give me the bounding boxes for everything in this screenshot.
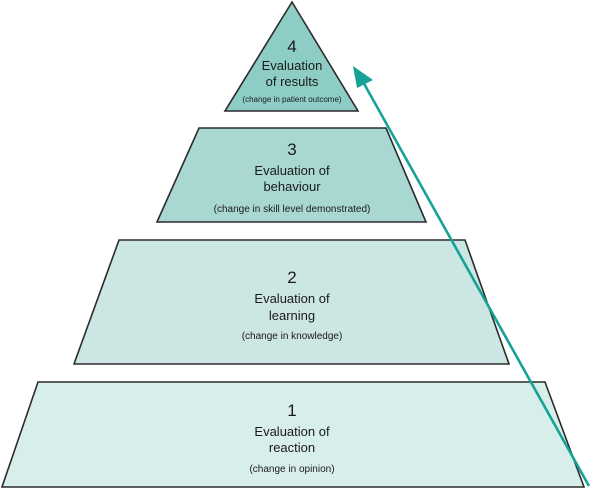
level-2-title-line2: learning (269, 308, 315, 323)
arrow-shaft (360, 79, 591, 487)
level-3-title-line2: behaviour (263, 179, 321, 194)
level-3-title-line1: Evaluation of (254, 163, 330, 178)
level-3-shape (155, 127, 428, 223)
level-4-title-line1: Evaluation (262, 58, 323, 73)
level-4-subtitle: (change in patient outcome) (242, 95, 342, 104)
level-3-number: 3 (287, 140, 296, 159)
level-4-number: 4 (287, 37, 296, 56)
level-2-shape (72, 239, 511, 365)
level-2: 2 Evaluation of learning (change in know… (72, 239, 511, 365)
arrow-head-icon (353, 66, 373, 88)
progression-arrow (353, 66, 591, 487)
level-1-shape (0, 381, 586, 488)
level-3-subtitle: (change in skill level demonstrated) (214, 204, 371, 215)
level-4: 4 Evaluation of results (change in patie… (223, 0, 360, 112)
level-1-title-line2: reaction (269, 440, 315, 455)
level-4-title-line2: of results (266, 74, 319, 89)
level-2-subtitle: (change in knowledge) (242, 331, 343, 342)
level-4-shape (223, 0, 360, 112)
level-2-title-line1: Evaluation of (254, 291, 330, 306)
level-1: 1 Evaluation of reaction (change in opin… (0, 381, 586, 488)
level-2-number: 2 (287, 268, 296, 287)
level-1-subtitle: (change in opinion) (249, 464, 334, 475)
level-1-number: 1 (287, 401, 296, 420)
level-1-title-line1: Evaluation of (254, 424, 330, 439)
level-3: 3 Evaluation of behaviour (change in ski… (155, 127, 428, 223)
